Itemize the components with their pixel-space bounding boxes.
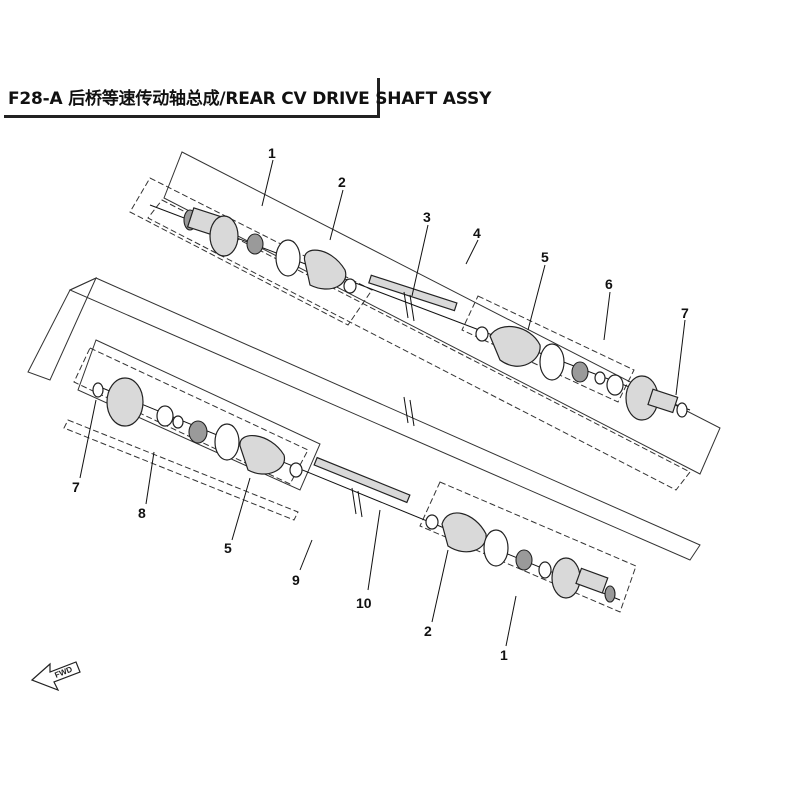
callout-10: 10 [356, 595, 372, 611]
callout-1-bottom: 1 [500, 647, 508, 663]
bottom-assembly-frame [27, 276, 701, 613]
break-marks [351, 291, 415, 518]
leader-lines [79, 159, 686, 647]
callout-5-bottom: 5 [224, 540, 232, 556]
callout-9: 9 [292, 572, 300, 588]
bottom-shaft-parts [92, 377, 621, 603]
callout-8: 8 [138, 505, 146, 521]
fwd-arrow-icon: FWD [30, 661, 81, 692]
callout-4: 4 [473, 225, 481, 241]
callout-2-bottom: 2 [424, 623, 432, 639]
callout-5-top: 5 [541, 249, 549, 265]
title-frame [4, 78, 380, 118]
callout-2-top: 2 [338, 174, 346, 190]
callout-7-top: 7 [681, 305, 689, 321]
callout-1-top: 1 [268, 145, 276, 161]
callout-3: 3 [423, 209, 431, 225]
top-shaft-parts [149, 204, 691, 421]
callout-7-bottom: 7 [72, 479, 80, 495]
diagram-title: F28-A 后桥等速传动轴总成/REAR CV DRIVE SHAFT ASSY [8, 89, 492, 109]
callout-6: 6 [605, 276, 613, 292]
callouts: 1 2 3 4 5 6 7 7 8 5 9 10 2 1 [72, 145, 689, 663]
